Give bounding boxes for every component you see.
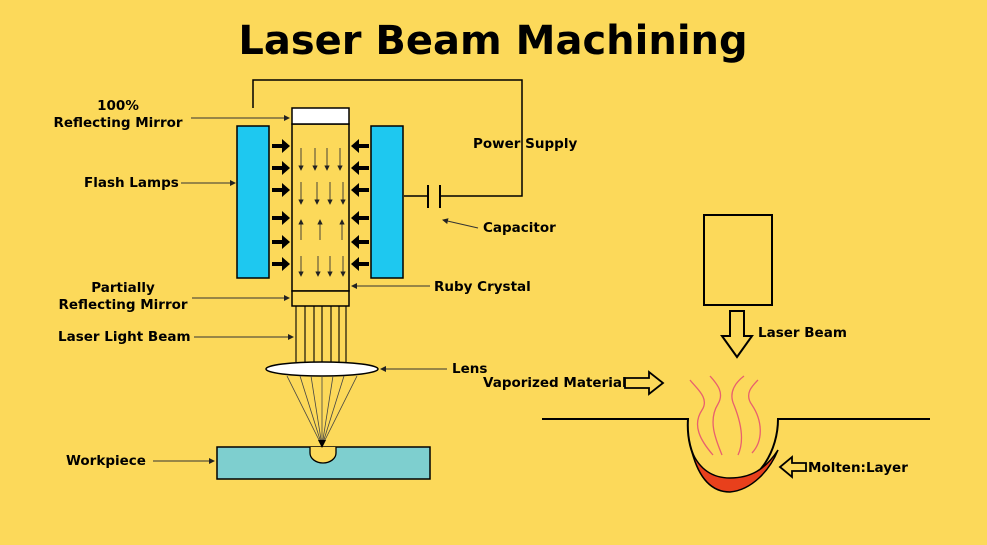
vaporized-material-arrow (624, 370, 665, 396)
label-flash-lamps: Flash Lamps (84, 175, 179, 191)
laser-light-beam (295, 306, 347, 362)
label-ruby-crystal: Ruby Crystal (434, 279, 531, 295)
label-laser-light-beam: Laser Light Beam (58, 329, 191, 345)
pump-arrows-right (351, 139, 369, 271)
label-vaporized-material: Vaporized Material (483, 375, 627, 391)
laser-head (703, 214, 773, 306)
label-reflecting-mirror: Reflecting Mirror (53, 115, 182, 131)
power-circuit-wire (252, 79, 523, 197)
laser-beam-arrow (720, 310, 754, 359)
label-partially-reflecting-mirror: Reflecting Mirror (58, 297, 187, 313)
focused-beam (286, 375, 358, 447)
capacitor (427, 185, 441, 208)
molten-layer-arrow (778, 455, 807, 479)
label-workpiece: Workpiece (66, 453, 146, 469)
internal-light-arrows (298, 148, 346, 277)
vaporized-material-plume (689, 375, 761, 456)
label-power-supply: Power Supply (473, 136, 577, 152)
label-capacitor: Capacitor (483, 220, 556, 236)
label-laser-beam: Laser Beam (758, 325, 847, 341)
focus-point (318, 440, 326, 448)
ruby-crystal-rod (291, 123, 350, 292)
label-partially: Partially (91, 280, 155, 296)
flash-lamp-right (370, 125, 404, 279)
pump-arrows-left (272, 139, 290, 271)
molten-layer (691, 449, 779, 493)
page-title: Laser Beam Machining (238, 18, 747, 64)
label-lens: Lens (452, 361, 487, 377)
label-100-percent: 100% (97, 98, 139, 114)
flash-lamp-left (236, 125, 270, 279)
workpiece-cavity (309, 447, 337, 464)
full-reflecting-mirror (291, 107, 350, 125)
pointer-capacitor (442, 218, 479, 229)
lens (265, 361, 379, 377)
label-molten-layer: Molten:Layer (808, 460, 908, 476)
partial-reflecting-mirror (291, 290, 350, 307)
